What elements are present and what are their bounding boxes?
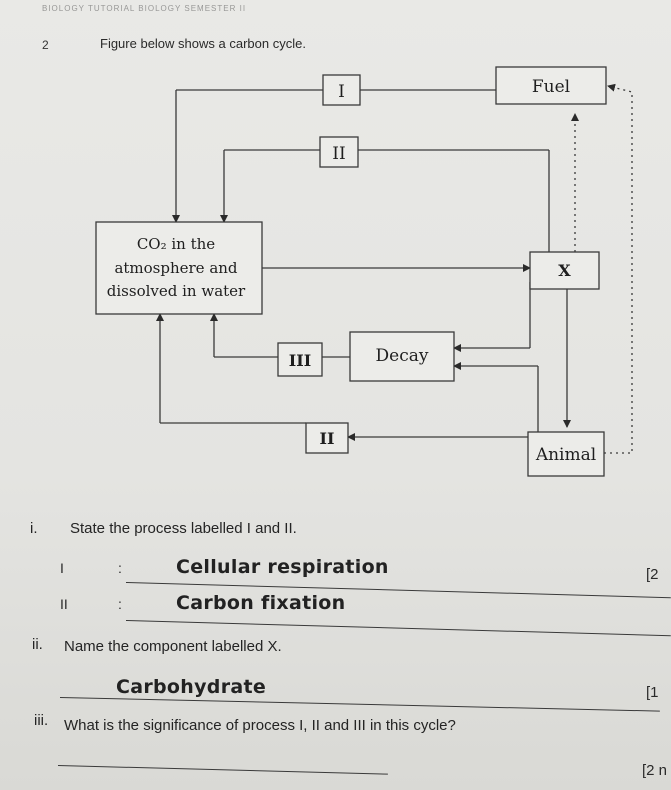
part-i-row1-colon: : bbox=[118, 560, 122, 576]
box-decay bbox=[349, 331, 455, 382]
label-fuel: Fuel bbox=[532, 77, 570, 97]
animal-to-fuel-dotted bbox=[604, 83, 633, 454]
label-atmosphere-line1: CO₂ in the bbox=[137, 235, 215, 253]
question-number: 2 bbox=[42, 38, 49, 52]
part-i-row2-answer: Carbon fixation bbox=[176, 592, 346, 614]
part-iii-marks: [2 n bbox=[642, 762, 668, 779]
label-animal: Animal bbox=[535, 445, 596, 465]
box-II-top bbox=[319, 136, 359, 168]
label-III: III bbox=[289, 351, 311, 370]
label-decay: Decay bbox=[376, 346, 429, 366]
part-i-row2-colon: : bbox=[118, 596, 122, 612]
part-i-prompt: State the process labelled I and II. bbox=[70, 520, 297, 537]
box-II-bottom bbox=[305, 422, 349, 454]
box-III bbox=[277, 342, 323, 377]
box-atmosphere bbox=[95, 221, 263, 315]
label-atmosphere-line3: dissolved in water bbox=[107, 282, 246, 300]
part-ii-prompt: Name the component labelled X. bbox=[64, 638, 282, 655]
box-animal bbox=[527, 431, 605, 477]
part-i-row1-label: I bbox=[60, 560, 64, 576]
part-iii-numeral: iii. bbox=[34, 712, 49, 729]
question-intro: Figure below shows a carbon cycle. bbox=[100, 36, 306, 51]
part-ii-marks: [1 bbox=[646, 684, 659, 701]
box-X bbox=[529, 251, 600, 290]
part-i-numeral: i. bbox=[30, 520, 38, 537]
part-i-row1-answer: Cellular respiration bbox=[176, 556, 389, 578]
label-II-bottom: II bbox=[320, 429, 335, 448]
label-II-top: II bbox=[332, 144, 345, 164]
label-atmosphere-line2: atmosphere and bbox=[114, 259, 237, 277]
part-ii-numeral: ii. bbox=[32, 636, 43, 653]
box-I bbox=[322, 74, 361, 106]
page-header: BIOLOGY TUTORIAL BIOLOGY SEMESTER II bbox=[42, 4, 247, 13]
label-X: X bbox=[558, 261, 571, 280]
box-fuel bbox=[495, 66, 607, 105]
part-i-row2-label: II bbox=[60, 596, 68, 612]
part-i-marks: [2 bbox=[646, 566, 659, 583]
part-iii-prompt: What is the significance of process I, I… bbox=[64, 717, 456, 734]
part-ii-answer: Carbohydrate bbox=[116, 676, 267, 698]
label-I: I bbox=[338, 82, 345, 102]
